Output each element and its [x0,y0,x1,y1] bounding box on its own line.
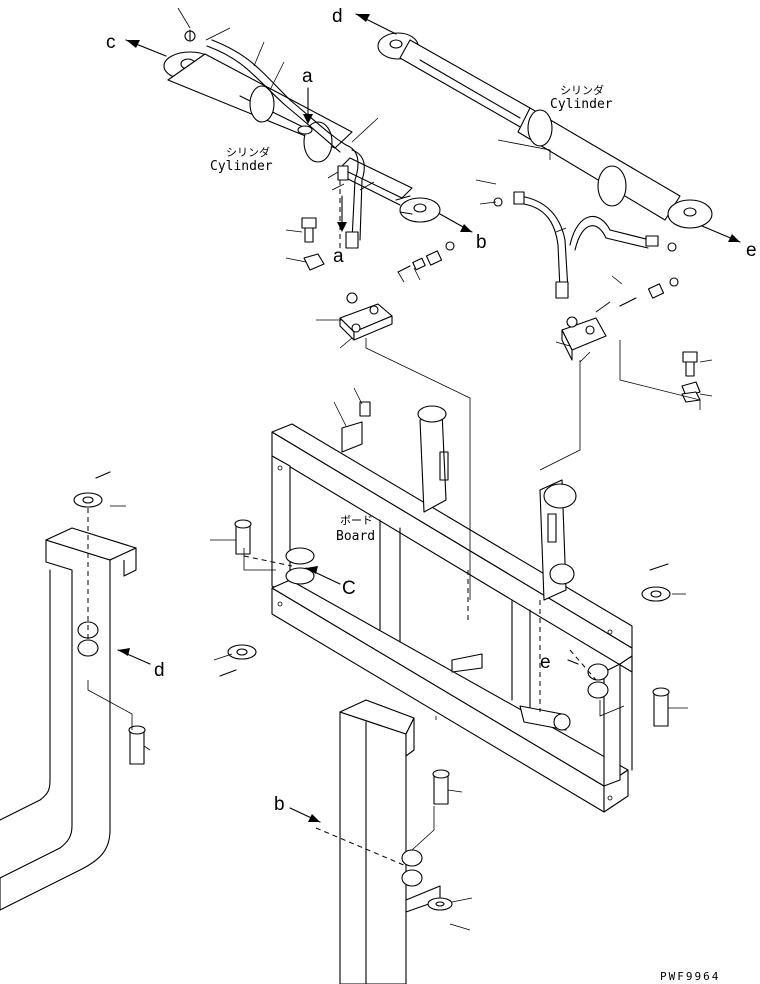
cylinder-label-jp-right: シリンダ [560,83,604,97]
ref-letter-e-mid: e [540,652,551,673]
ref-letter-c-mid: C [342,578,356,599]
board-label-jp: ボード [340,514,373,527]
carriage-frame [271,401,633,813]
right-cylinder [377,32,713,299]
dashed-assembly-lines [87,180,597,867]
board-label-en: Board [336,529,375,544]
left-cylinder [163,29,441,249]
cylinder-label-jp-left: シリンダ [226,145,270,159]
cylinder-label-en-left: Cylinder [210,159,273,174]
left-fork [0,471,257,911]
ref-letter-d-top: d [332,6,343,27]
cylinder-label-en-right: Cylinder [550,97,613,112]
ref-letter-b-right: b [476,232,487,253]
ref-letter-c-top: c [106,32,116,53]
drawing-code: PWF9964 [660,970,720,983]
left-valve-block [339,292,393,341]
leader-lines [87,7,713,931]
reference-arrows [117,13,741,823]
right-fork [339,563,671,984]
ref-letter-d-left: d [154,660,165,681]
ref-letter-a-top: a [302,66,313,87]
ref-letter-b-bottom: b [274,794,285,815]
right-valve-block [561,316,607,361]
small-fittings [301,217,701,403]
ref-letter-e-right: e [746,240,757,261]
ref-letter-a-mid: a [333,246,344,267]
